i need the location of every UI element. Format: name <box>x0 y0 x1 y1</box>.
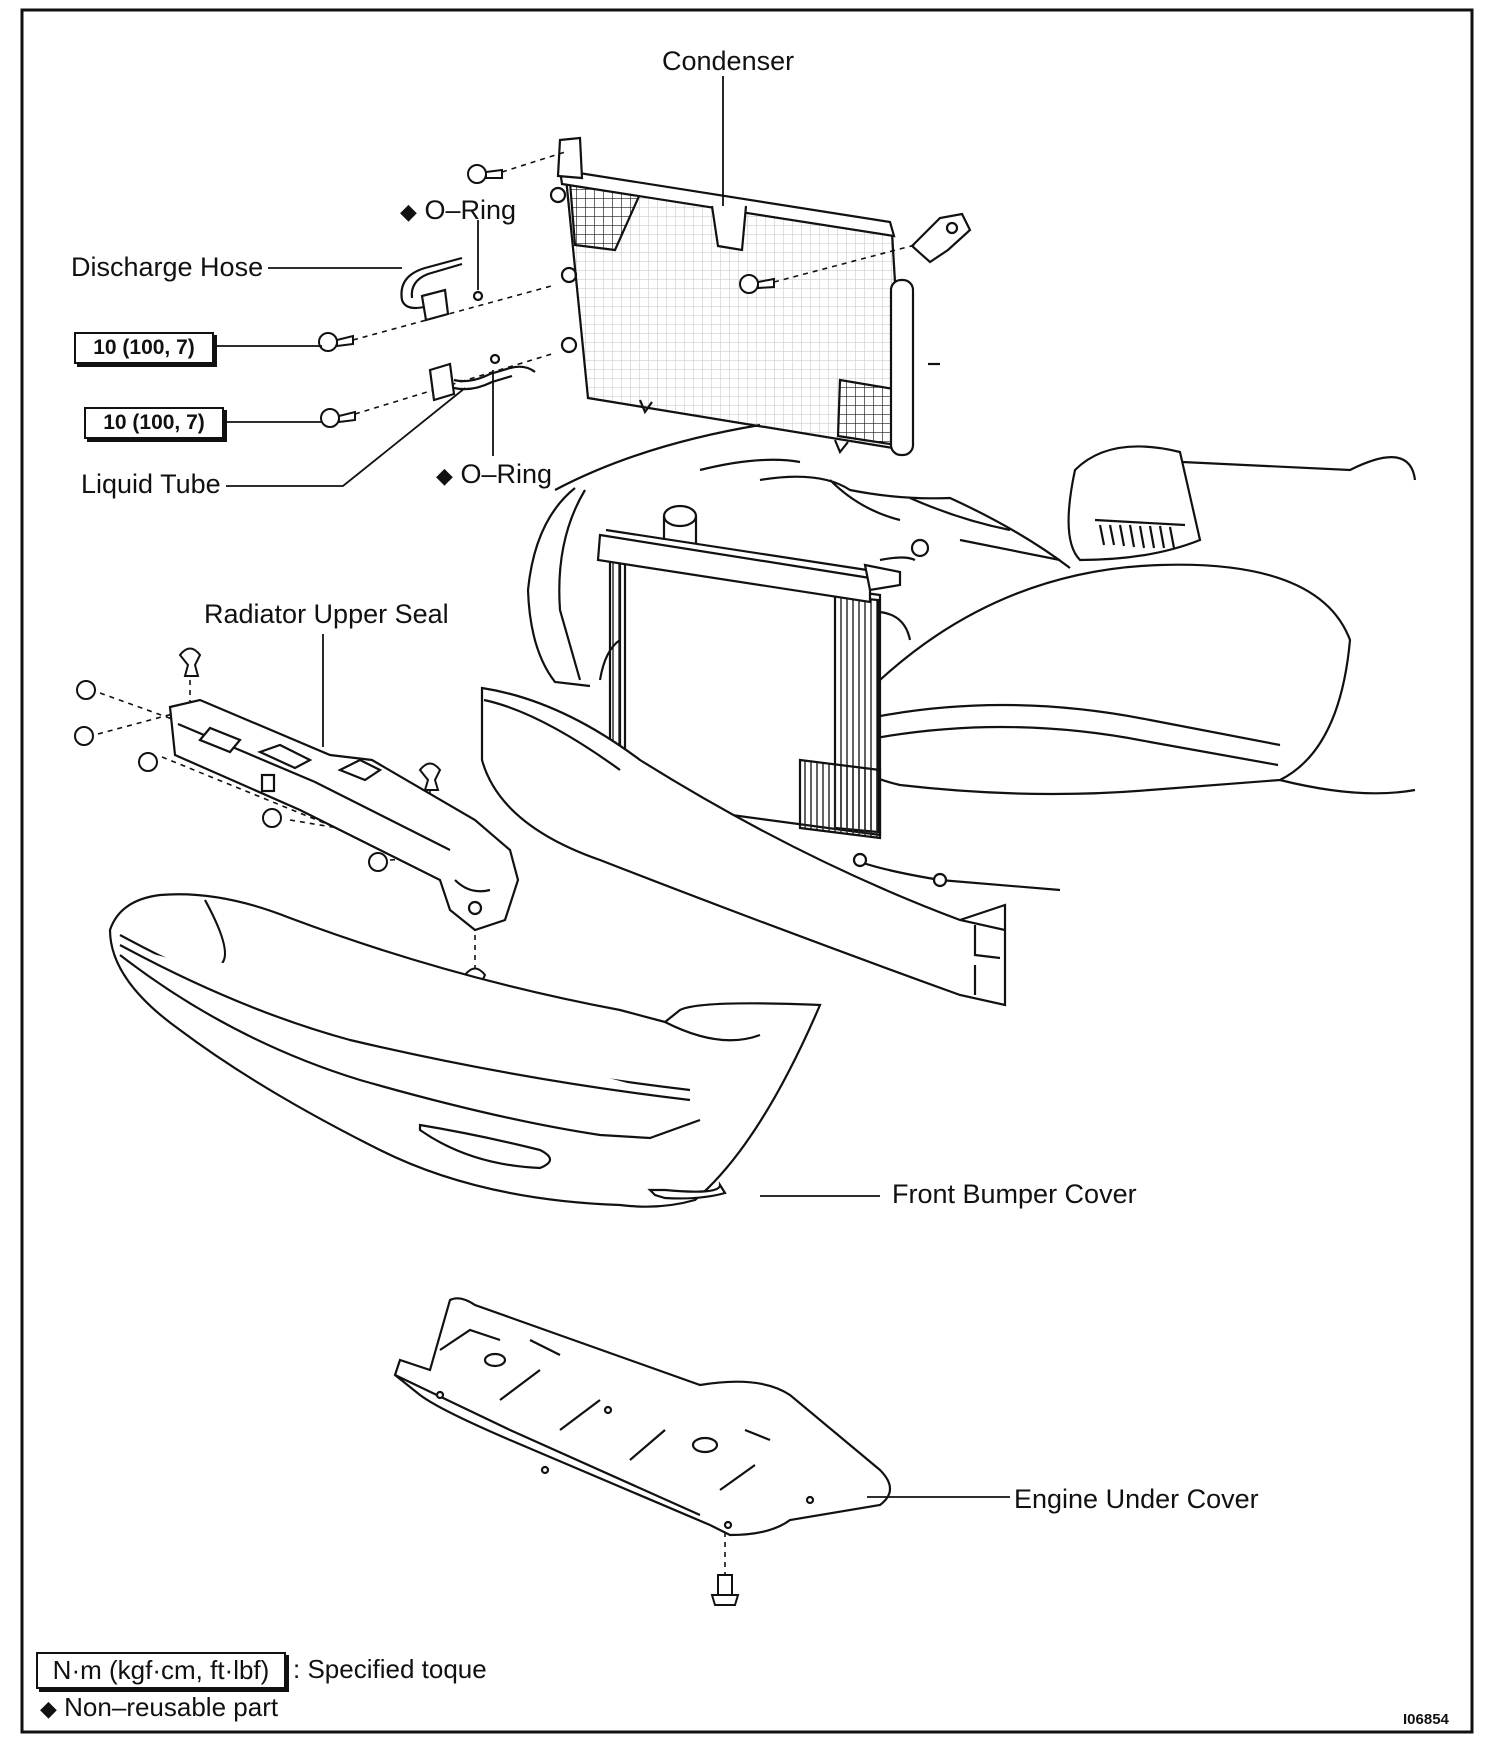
non-reusable-symbol: ◆ <box>400 199 417 224</box>
legend-non-reusable-symbol: ◆ <box>40 1696 57 1721</box>
legend-unit-box: N·m (kgf·cm, ft·lbf) <box>36 1652 286 1689</box>
condenser-part <box>549 136 972 457</box>
under-cover-bolt <box>710 1574 740 1606</box>
o-ring-top-text: O–Ring <box>424 195 516 225</box>
legend-non-reusable-text: Non–reusable part <box>64 1692 279 1722</box>
label-front-bumper-cover: Front Bumper Cover <box>892 1179 1137 1209</box>
vehicle-front-body <box>480 423 1417 1007</box>
legend-unit-desc: : Specified toque <box>293 1654 487 1684</box>
non-reusable-symbol-2: ◆ <box>436 463 453 488</box>
o-ring-bottom-text: O–Ring <box>460 459 552 489</box>
front-bumper-cover-part <box>108 893 822 1208</box>
legend-non-reusable: ◆ Non–reusable part <box>40 1694 278 1720</box>
label-liquid-tube: Liquid Tube <box>81 469 221 499</box>
liquid-tube-part <box>428 353 536 402</box>
label-radiator-upper-seal: Radiator Upper Seal <box>204 599 449 629</box>
label-discharge-hose: Discharge Hose <box>71 252 264 282</box>
radiator-upper-seal-part <box>168 698 520 932</box>
engine-under-cover-part <box>393 1297 892 1537</box>
label-engine-under-cover: Engine Under Cover <box>1014 1484 1259 1514</box>
discharge-hose-part <box>400 256 484 322</box>
condenser-bolts <box>318 164 775 428</box>
torque-spec-box-1: 10 (100, 7) <box>74 332 214 364</box>
diagram-border <box>20 8 1474 1734</box>
label-o-ring-bottom: ◆ O–Ring <box>436 461 552 488</box>
leader-lines <box>212 76 1010 1498</box>
torque-spec-box-2: 10 (100, 7) <box>84 407 224 439</box>
label-condenser: Condenser <box>662 46 795 76</box>
figure-code: I06854 <box>1403 1711 1449 1728</box>
label-o-ring-top: ◆ O–Ring <box>400 197 516 224</box>
